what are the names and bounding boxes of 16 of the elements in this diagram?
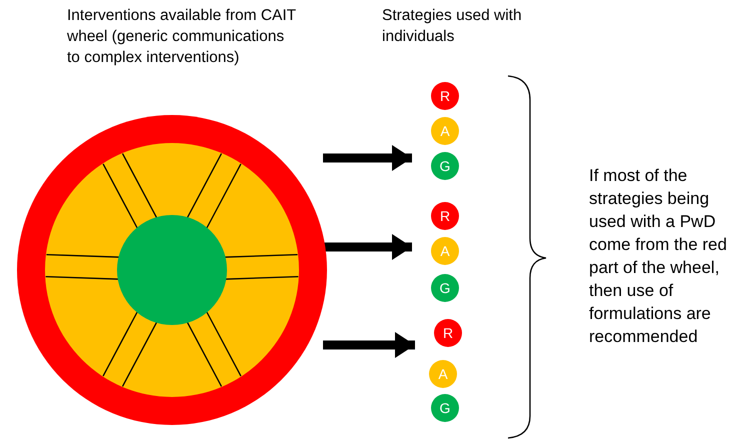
rating-circle: R — [434, 319, 462, 347]
arrow — [323, 145, 412, 171]
heading-text: Strategies used with individuals — [382, 6, 522, 47]
rating-circle: G — [431, 394, 459, 422]
rating-circle: A — [431, 117, 459, 145]
arrow — [323, 234, 412, 260]
note-text: If most of the strategies being used with a PwD come from the red part of the wheel, then use of formulations are recommended — [589, 165, 728, 348]
wheel-drawing — [17, 115, 327, 425]
arrow — [323, 332, 415, 358]
heading-text: Interventions available from CAIT wheel (generic communications to complex interventions) — [67, 6, 297, 68]
rating-circle: G — [431, 274, 459, 302]
rating-circle: R — [431, 82, 459, 110]
rating-circle: R — [431, 202, 459, 230]
rating-circle: A — [429, 360, 457, 388]
rating-circle: A — [431, 237, 459, 265]
rating-circle: G — [431, 152, 459, 180]
